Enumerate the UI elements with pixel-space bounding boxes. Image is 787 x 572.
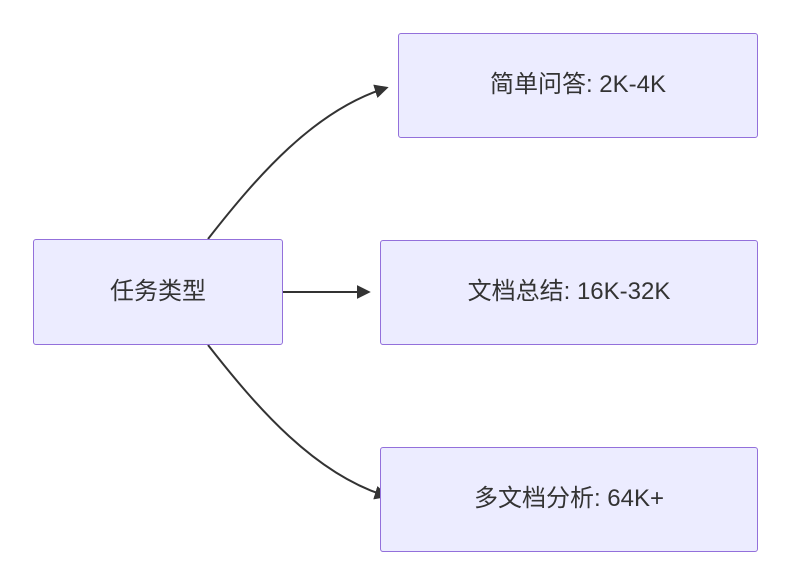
edge-to-simple-qa xyxy=(207,84,389,240)
node-multi-doc-label: 多文档分析: 64K+ xyxy=(473,485,665,513)
node-doc-summary-label: 文档总结: 16K-32K xyxy=(467,278,671,306)
node-simple-qa: 简单问答: 2K-4K xyxy=(398,33,758,138)
node-task-type-label: 任务类型 xyxy=(110,277,206,305)
node-doc-summary: 文档总结: 16K-32K xyxy=(380,240,758,345)
node-task-type: 任务类型 xyxy=(33,239,283,345)
edge-to-multi-doc xyxy=(207,344,389,500)
node-simple-qa-label: 简单问答: 2K-4K xyxy=(489,71,667,99)
node-multi-doc: 多文档分析: 64K+ xyxy=(380,447,758,552)
